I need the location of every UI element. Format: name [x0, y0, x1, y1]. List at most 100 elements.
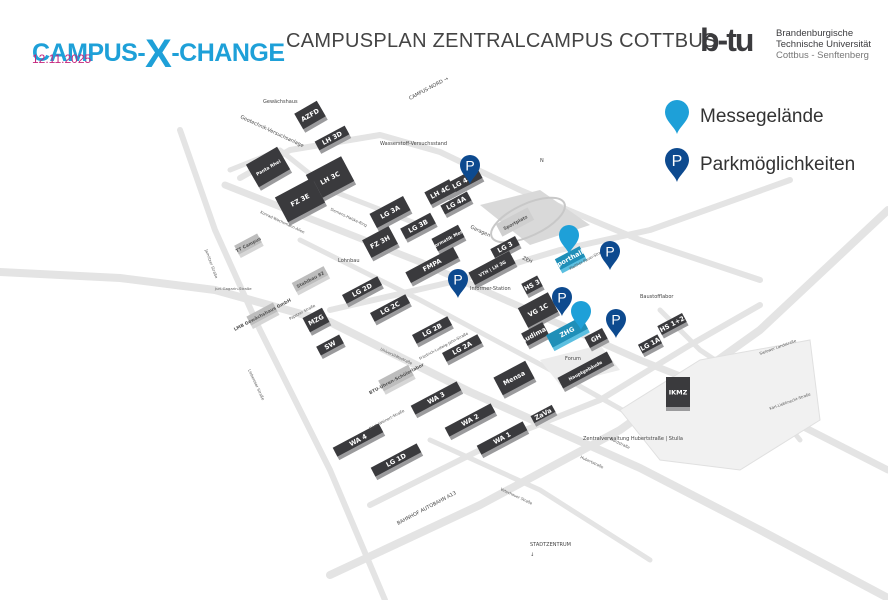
building-roof	[495, 207, 535, 237]
building-lh-3d[interactable]: LH 3D	[314, 125, 352, 154]
building-azfd[interactable]: AZFD	[294, 100, 328, 133]
road	[427, 437, 653, 563]
building-roof	[468, 251, 516, 285]
building-roof	[400, 212, 436, 240]
building-informatik-mensa[interactable]: Informatik Mensa	[425, 221, 473, 258]
legend-parking: P Parkmöglichkeiten	[664, 141, 855, 189]
forum-area	[540, 345, 620, 385]
parking-pin-icon[interactable]: P	[600, 241, 620, 270]
building-lg-2a[interactable]: LG 2A	[441, 334, 484, 366]
road	[237, 132, 763, 283]
building-vg-1c[interactable]: VG 1C	[517, 292, 561, 332]
place-label: CAMPUS-NORD →	[408, 76, 449, 102]
building-roof	[274, 177, 326, 223]
parking-pin-icon[interactable]: P	[460, 155, 480, 184]
place-label: STADTZENTRUM	[530, 542, 571, 548]
place-label: ZEH	[521, 255, 533, 265]
building-audimax[interactable]: Audimax	[518, 320, 555, 351]
building-roof	[424, 179, 456, 205]
road	[221, 181, 888, 474]
building-vth-lh-3g[interactable]: VTH | LH 3G	[468, 251, 518, 289]
street-label: Universitätsstraße	[380, 346, 414, 366]
building-roof	[332, 423, 384, 457]
building-roof	[554, 246, 586, 270]
building-wa-1[interactable]: WA 1	[476, 421, 530, 459]
parking-pin-icon[interactable]: P	[606, 309, 626, 338]
fair-pin-icon[interactable]	[571, 301, 591, 330]
page-title: CAMPUSPLAN ZENTRALCAMPUS COTTBUS	[286, 30, 717, 52]
building-fmpa[interactable]: FMPA	[405, 247, 461, 287]
place-label: Baustofflabor	[640, 294, 674, 300]
legend-parking-label: Parkmöglichkeiten	[700, 154, 856, 175]
building-mzg[interactable]: MZG	[302, 307, 332, 336]
building-lg-3[interactable]: LG 3	[490, 236, 522, 262]
building-lh-3c[interactable]: LH 3C	[305, 156, 357, 204]
building-roof	[444, 403, 496, 437]
place-label: Wasserstoff-Versuchsstand	[380, 141, 447, 147]
building-panta-rhei[interactable]: Panta Rhei	[245, 146, 293, 191]
legend-fair: Messegelände	[664, 93, 855, 141]
running-track	[490, 196, 566, 244]
building-roof	[410, 381, 462, 415]
building-lg-1a[interactable]: LG 1A	[637, 334, 664, 358]
street-label: Siemens-Halske-Ring	[330, 206, 369, 228]
map-pins: P P P P P	[448, 155, 626, 338]
building-btu-uhren-sch-lerlabor[interactable]: BTU-Uhren-Schülerlabor	[366, 358, 428, 401]
building-wa-3[interactable]: WA 3	[410, 381, 464, 419]
building-fz-3h[interactable]: FZ 3H	[362, 226, 400, 262]
building-ikmz[interactable]: IKMZ	[666, 377, 690, 411]
svg-text:P: P	[611, 312, 620, 328]
building-roof	[341, 276, 383, 304]
place-label: Gewächshaus	[263, 99, 298, 105]
street-label: Hubertstraße	[580, 454, 605, 469]
road	[327, 177, 793, 313]
building-mensa[interactable]: Mensa	[493, 360, 537, 399]
building-roof	[245, 146, 291, 188]
header: CAMPUS-X-CHANGE 12.11.2025 CAMPUSPLAN ZE…	[0, 0, 888, 80]
building-roof	[246, 302, 278, 326]
parking-pin-icon[interactable]: P	[448, 269, 468, 298]
building-zhg[interactable]: ZHG	[546, 316, 590, 352]
building-roof	[584, 328, 608, 348]
svg-text:P: P	[672, 153, 683, 170]
building-roof	[546, 316, 588, 348]
building-lg-1d[interactable]: LG 1D	[370, 443, 424, 481]
building-hs-3[interactable]: HS 3	[521, 275, 545, 299]
svg-text:P: P	[557, 290, 566, 306]
building-tt-campus[interactable]: TT Campus	[233, 233, 265, 259]
legend: Messegelände P Parkmöglichkeiten	[664, 93, 855, 189]
building-roof	[476, 421, 528, 455]
street-label: Jamlitzer Straße	[204, 248, 220, 280]
road	[177, 127, 388, 600]
building-roof	[637, 334, 663, 354]
place-label: Garagen	[469, 224, 491, 239]
building-roof	[440, 191, 472, 215]
building-lg-2b[interactable]: LG 2B	[411, 316, 454, 348]
place-label: Informer-Station	[470, 286, 511, 292]
building-roof	[657, 313, 687, 335]
building-gh[interactable]: GH	[584, 328, 610, 352]
building-stahlbau-82[interactable]: Stahlbau 82	[291, 266, 331, 296]
university-name: Brandenburgische Technische Universität …	[776, 28, 872, 61]
building-roof	[316, 334, 344, 356]
building-lg-3a[interactable]: LG 3A	[369, 196, 413, 232]
fair-pin-icon[interactable]	[559, 225, 579, 254]
building-lh-4c[interactable]: LH 4C	[424, 179, 458, 209]
building-roof	[490, 236, 520, 258]
building-sw[interactable]: SW	[316, 334, 346, 360]
building-roof	[557, 351, 613, 389]
road	[326, 206, 888, 579]
building-wa-2[interactable]: WA 2	[444, 403, 498, 441]
building-roof	[291, 266, 329, 292]
place-label: Zentralverwaltung Hubertstraße | Stulla	[583, 436, 683, 442]
building-roof	[530, 404, 556, 424]
parking-pin-icon[interactable]: P	[552, 287, 572, 316]
road	[297, 237, 643, 423]
street-label: Erich-Weinert-Straße	[368, 408, 406, 431]
building-roof	[234, 233, 262, 255]
building-wa-4[interactable]: WA 4	[332, 423, 386, 461]
building-roof	[378, 364, 414, 392]
building-fz-3e[interactable]: FZ 3E	[274, 177, 327, 226]
place-label: N	[540, 158, 544, 164]
